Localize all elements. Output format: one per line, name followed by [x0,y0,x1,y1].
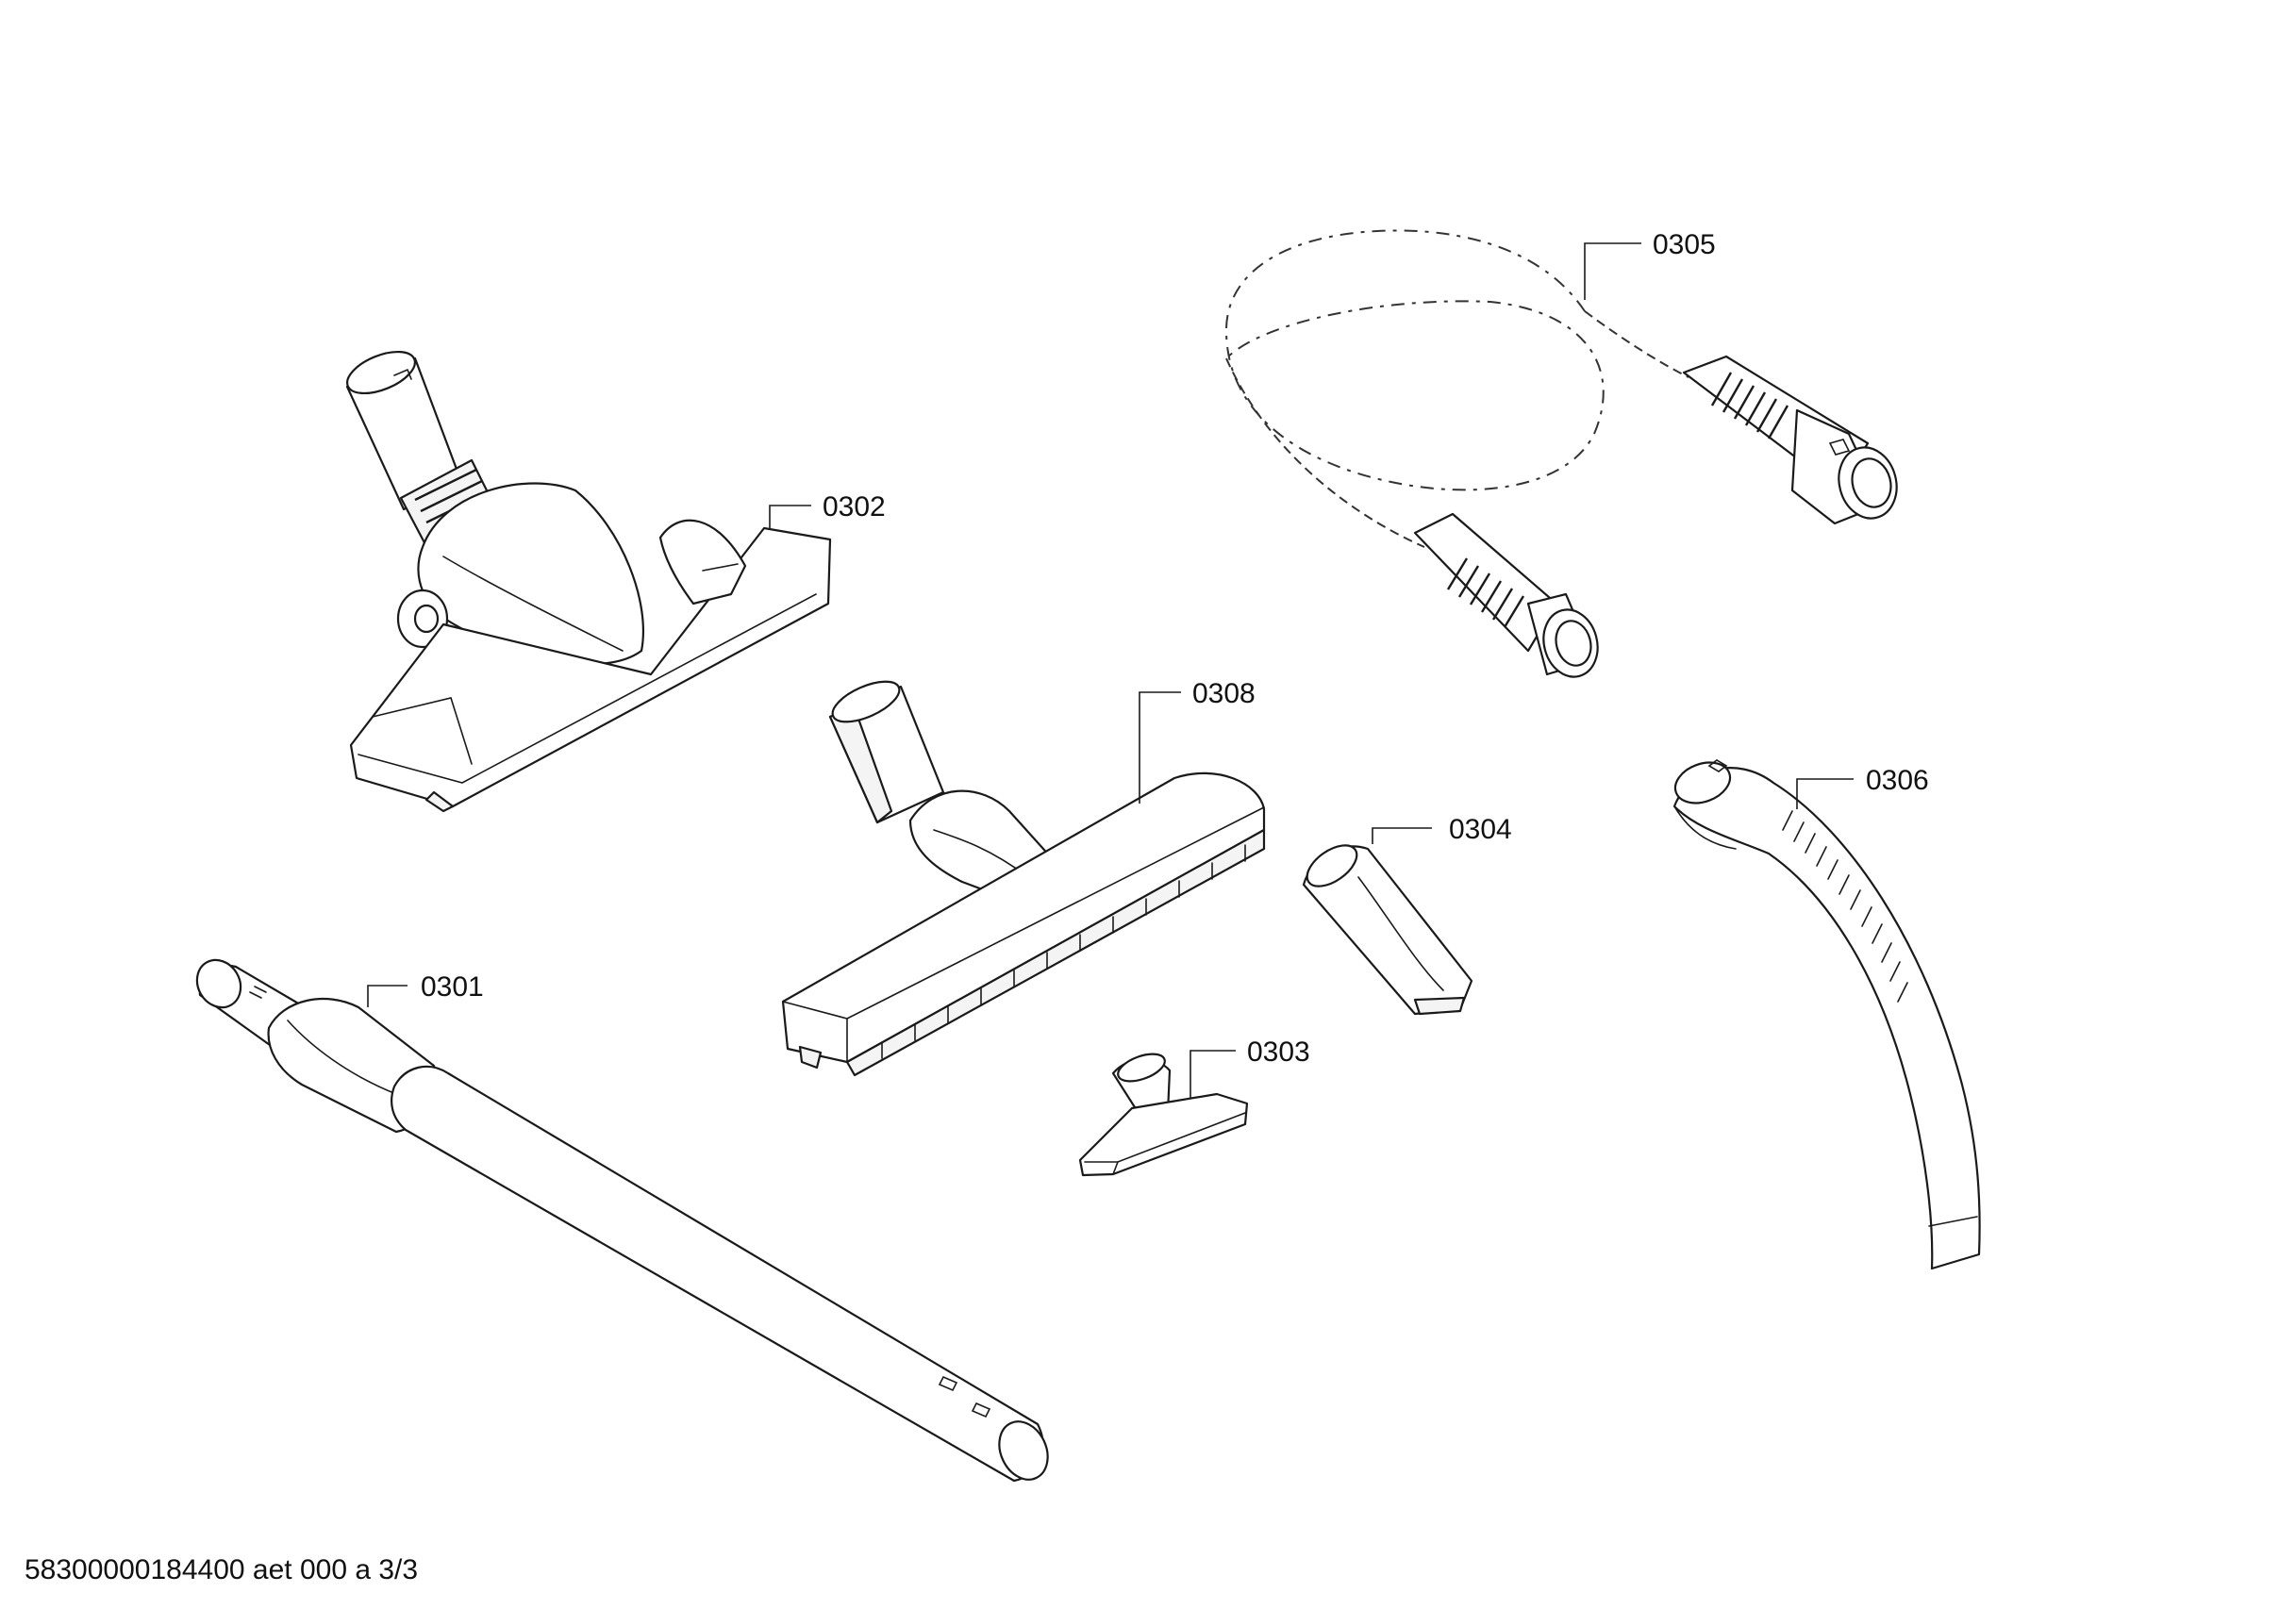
part-label-0305: 0305 [1653,229,1716,260]
crevice-nozzle-0304 [1302,844,1473,1016]
part-label-0302: 0302 [823,491,886,523]
leader-0303 [1190,1050,1236,1099]
suction-hose-0305 [1224,229,1898,678]
upholstery-nozzle-0303 [1078,1053,1249,1177]
leader-0301 [367,985,408,1007]
telescopic-tube-0301 [195,958,1049,1483]
document-reference-footer: 58300000184400 aet 000 a 3/3 [25,1554,419,1585]
part-label-0308: 0308 [1192,678,1256,709]
part-label-0306: 0306 [1866,765,1929,796]
part-label-0301: 0301 [421,971,484,1003]
parquet-brush-0308 [781,680,1266,1077]
floor-nozzle-0302 [345,350,832,813]
leader-0305 [1584,242,1641,300]
leader-0306 [1796,778,1854,809]
leader-0302 [769,505,811,528]
curved-handle-0306 [1672,759,1981,1270]
leader-0304 [1372,827,1432,844]
leader-0308 [1139,691,1181,804]
part-label-0303: 0303 [1247,1037,1310,1068]
part-label-0304: 0304 [1449,814,1512,845]
